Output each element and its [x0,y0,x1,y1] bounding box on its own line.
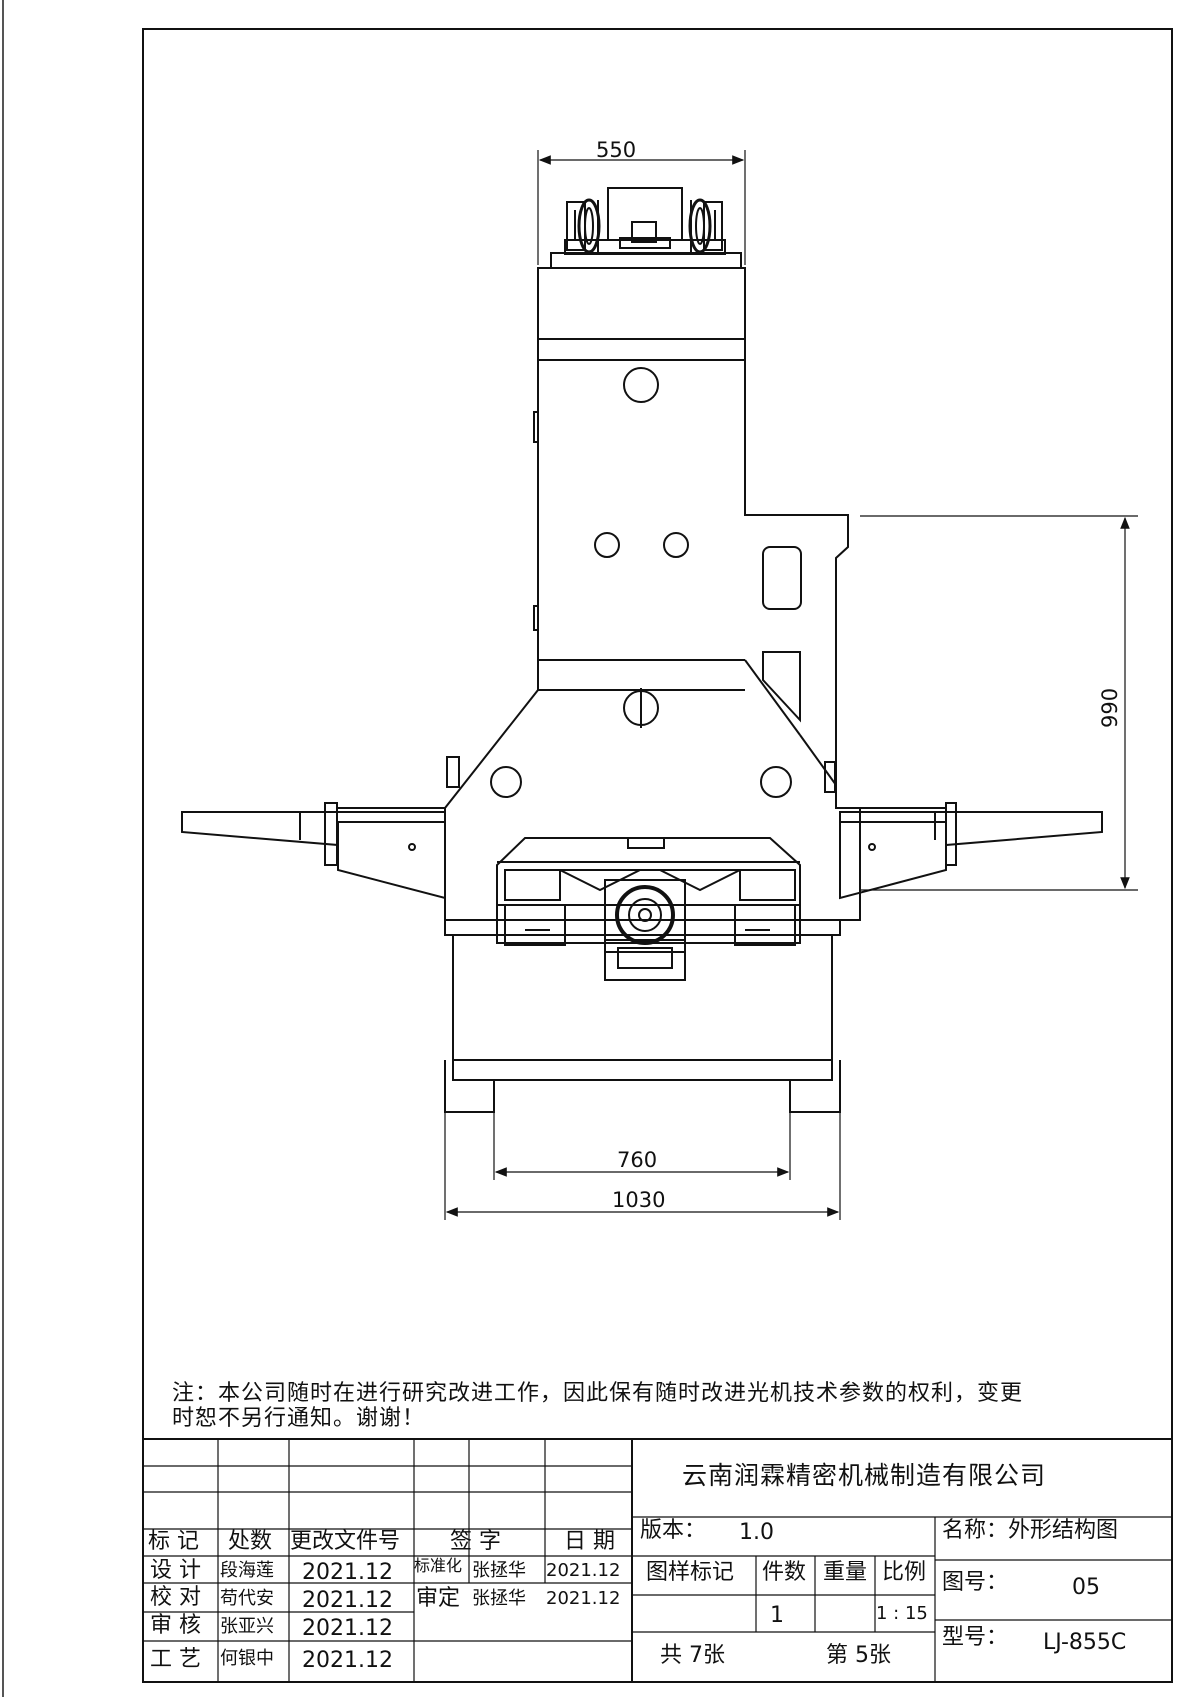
header-mark: 标 记 [148,1529,199,1554]
row-review-role: 审 核 [150,1613,201,1638]
dimension-lines [444,150,1138,1220]
standardize-label: 标准化 [414,1556,463,1575]
machine-outline [181,187,1103,1113]
standardize-name: 张拯华 [472,1560,526,1581]
qty-label: 件数 [762,1560,807,1585]
weight-label: 重量 [823,1560,868,1585]
note-line-1: 注：本公司随时在进行研究改进工作，因此保有随时改进光机技术参数的权利，变更 [172,1381,1024,1406]
row-process-date: 2021.12 [302,1648,393,1673]
worktable [496,837,801,981]
drawing-no-label: 图号： [942,1570,1009,1595]
qty-value: 1 [770,1603,784,1628]
header-sign: 签 字 [450,1529,501,1554]
column-body [444,267,861,921]
sample-mark-label: 图样标记 [646,1560,735,1585]
title-block-grid [143,1438,1172,1682]
row-check-name: 苟代安 [220,1588,274,1609]
drawing-no-value: 05 [1072,1575,1100,1600]
row-process-role: 工 艺 [150,1647,201,1672]
row-design-date: 2021.12 [302,1560,393,1585]
row-check-role: 校 对 [150,1585,201,1610]
scale-value: 1 : 15 [876,1603,928,1624]
left-wing [181,802,446,900]
scale-label: 比例 [882,1560,927,1585]
approve-label: 审定 [416,1586,461,1611]
row-check-date: 2021.12 [302,1588,393,1613]
row-review-name: 张亚兴 [220,1616,274,1637]
company-name: 云南润霖精密机械制造有限公司 [682,1461,1047,1490]
spindle-head [550,187,742,269]
approve-date: 2021.12 [546,1588,621,1609]
dim-width-top: 550 [596,138,637,162]
row-review-date: 2021.12 [302,1616,393,1641]
total-sheets: 共 7张 [660,1643,725,1668]
approve-name: 张拯华 [472,1588,526,1609]
row-design-role: 设 计 [150,1558,201,1583]
header-doc: 更改文件号 [290,1529,401,1554]
dim-base-outer: 1030 [612,1188,666,1212]
row-design-name: 段海莲 [220,1560,274,1581]
drawing-frame [142,28,1173,1683]
standardize-date: 2021.12 [546,1560,621,1581]
header-count: 处数 [228,1529,273,1554]
note-line-2: 时恕不另行通知。谢谢！ [172,1406,426,1431]
sheet-number: 第 5张 [826,1643,891,1668]
dim-height-right: 990 [1098,687,1122,728]
drawing-name: 名称：外形结构图 [942,1518,1119,1543]
header-date: 日 期 [564,1529,615,1554]
model-label: 型号： [942,1625,1009,1650]
row-process-name: 何银中 [220,1648,274,1669]
model-value: LJ-855C [1043,1630,1127,1655]
right-wing [839,802,1103,900]
version-label: 版本： [640,1518,707,1543]
version-value: 1.0 [739,1520,774,1545]
dim-base-inner: 760 [617,1148,658,1172]
machine-base [444,919,841,1113]
